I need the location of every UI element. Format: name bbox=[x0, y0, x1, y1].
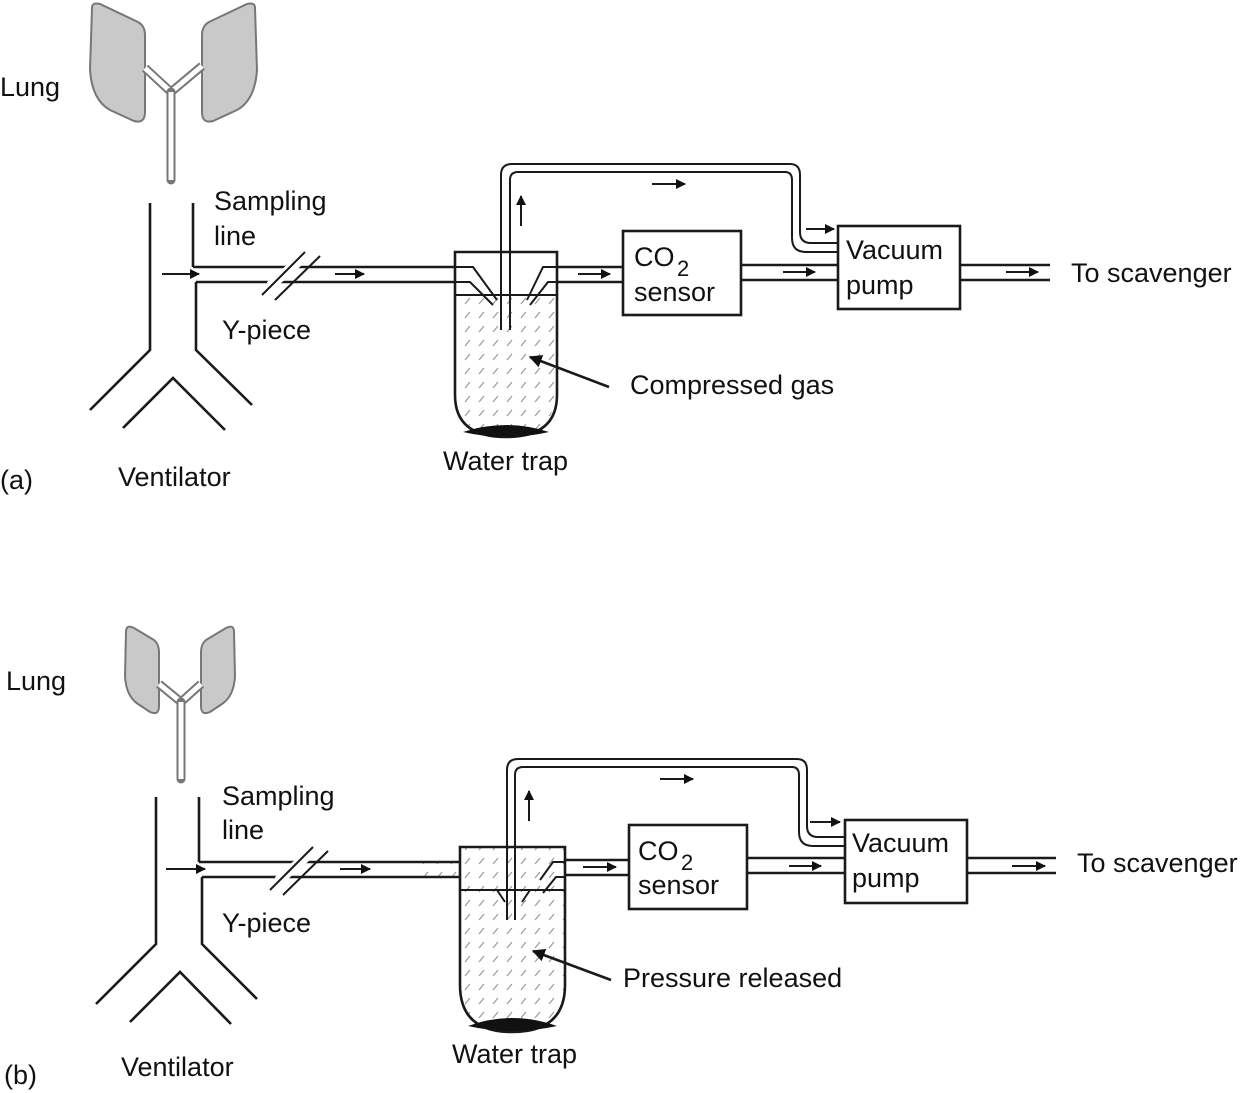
ventilator-y-connector bbox=[89, 203, 253, 431]
annotation-arrow bbox=[528, 355, 610, 389]
co2-label: CO bbox=[634, 242, 675, 272]
scavenger-label: To scavenger bbox=[1077, 848, 1238, 878]
water-trap-label: Water trap bbox=[443, 446, 568, 476]
sampling-line-label-1: Sampling bbox=[214, 186, 327, 216]
co2-sensor-label: sensor bbox=[638, 870, 719, 900]
panel-b: Lung Sampling line Y-piece Ventilator (b… bbox=[4, 625, 1238, 1090]
co2-subscript: 2 bbox=[677, 256, 689, 281]
lung-icon bbox=[123, 625, 237, 784]
vacuum-label: Vacuum bbox=[852, 828, 949, 858]
pump-label: pump bbox=[846, 270, 914, 300]
lung-label: Lung bbox=[6, 666, 66, 696]
panel-label-a: (a) bbox=[0, 465, 33, 495]
main-gas-line bbox=[565, 856, 1056, 877]
pump-label: pump bbox=[852, 863, 920, 893]
lung-label: Lung bbox=[0, 72, 60, 102]
ventilator-label: Ventilator bbox=[121, 1052, 234, 1082]
vacuum-pump-box bbox=[843, 818, 969, 905]
compressed-gas-label: Compressed gas bbox=[630, 370, 834, 400]
scavenger-label: To scavenger bbox=[1071, 258, 1232, 288]
co2-label: CO bbox=[638, 836, 679, 866]
bypass-tube bbox=[506, 758, 845, 920]
water-trap bbox=[458, 845, 567, 1034]
ventilator-label: Ventilator bbox=[118, 462, 231, 492]
main-gas-line bbox=[557, 263, 1050, 284]
water-trap-label: Water trap bbox=[452, 1039, 577, 1069]
lung-icon bbox=[88, 2, 259, 185]
y-piece-label: Y-piece bbox=[222, 315, 311, 345]
pressure-released-label: Pressure released bbox=[623, 963, 842, 993]
ventilator-y-connector bbox=[95, 797, 258, 1025]
sampling-line-label-2: line bbox=[214, 221, 256, 251]
y-piece-label: Y-piece bbox=[222, 908, 311, 938]
co2-sensor-box bbox=[621, 229, 743, 317]
co2-sensor-box bbox=[627, 823, 749, 911]
annotation-arrow bbox=[531, 948, 612, 982]
sampling-line-label-2: line bbox=[222, 815, 264, 845]
sampling-line-tube bbox=[199, 846, 460, 896]
co2-sensor-label: sensor bbox=[634, 277, 715, 307]
sampling-line-tube bbox=[193, 251, 455, 301]
water-trap bbox=[453, 250, 559, 439]
vacuum-label: Vacuum bbox=[846, 235, 943, 265]
co2-subscript: 2 bbox=[681, 850, 693, 875]
sampling-line-label-1: Sampling bbox=[222, 781, 335, 811]
bypass-tube bbox=[500, 163, 838, 330]
panel-label-b: (b) bbox=[4, 1060, 37, 1090]
panel-a: Lung Sampling line Y-piece Ventilator (a… bbox=[0, 2, 1232, 495]
vacuum-pump-box bbox=[836, 224, 962, 311]
